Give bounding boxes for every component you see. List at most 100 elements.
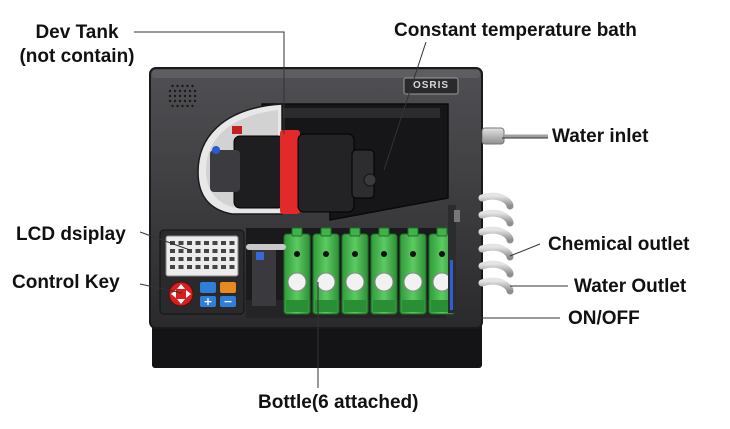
grille-hole (176, 84, 179, 88)
bottle-neck (349, 227, 361, 237)
grille-hole (171, 84, 174, 88)
lcd-icon (178, 265, 184, 269)
lcd-icon (221, 265, 226, 269)
hose (478, 209, 514, 227)
control-key-orange (220, 282, 236, 293)
label-bottles: Bottle(6 attached) (258, 392, 419, 413)
bottle-neck (407, 227, 419, 237)
lcd-icon (212, 257, 218, 261)
grille-hole (188, 89, 192, 93)
grille-hole (171, 104, 174, 108)
grille-hole (186, 104, 189, 108)
lcd-icon (204, 265, 209, 269)
valve-pipe (246, 244, 286, 250)
control-key-blue-2 (200, 296, 216, 307)
label-dev-tank-note: (not contain) (19, 46, 135, 67)
bottle-neck (378, 227, 390, 237)
lcd-icon (212, 241, 218, 245)
control-key-down-arrow-icon (177, 299, 185, 304)
hose (478, 192, 514, 210)
grille-hole (183, 94, 187, 98)
control-key-dpad (168, 281, 194, 307)
lcd-icon (221, 241, 226, 245)
label-on-off: ON/OFF (568, 308, 640, 329)
grille-hole (193, 99, 197, 103)
control-key-minus-icon: − (223, 295, 232, 308)
grille-hole (173, 99, 177, 103)
lcd-icon (187, 241, 192, 245)
bottle-base (344, 300, 366, 312)
bottle-label (316, 272, 336, 292)
leader-dev-tank (134, 31, 285, 134)
lcd-icon (204, 241, 209, 245)
lcd-icon (204, 257, 209, 261)
grille-hole (168, 99, 172, 103)
on-off-switch (454, 210, 460, 222)
bottle-cap-hole (323, 251, 329, 257)
lcd-icon (229, 241, 235, 245)
power-blue-stripe (450, 260, 453, 310)
leader-bath (383, 41, 427, 171)
lcd-icon (195, 257, 201, 261)
lcd-icon (170, 241, 175, 245)
label-bath: Constant temperature bath (394, 20, 637, 41)
grille-hole (193, 94, 197, 98)
bottle (370, 227, 398, 315)
label-water-inlet: Water inlet (552, 126, 649, 147)
leader-control-key (139, 283, 183, 294)
control-key-blue-1 (200, 282, 216, 293)
lcd-icon (187, 257, 192, 261)
label-chemical-outlet: Chemical outlet (548, 234, 690, 255)
lcd-icon (229, 249, 235, 253)
bottle-base (431, 300, 453, 312)
bottle-rack (283, 227, 456, 315)
bottle (312, 227, 340, 315)
lcd-icon (195, 265, 201, 269)
grille-hole (191, 104, 194, 108)
grille-hole (193, 89, 197, 93)
bottle-label (345, 272, 365, 292)
hose (478, 260, 514, 278)
lcd-icon (178, 257, 184, 261)
bottle-label (403, 272, 423, 292)
bottle-label (287, 272, 307, 292)
dev-tank-red-ring (280, 130, 300, 214)
leader-chemical-outlet (509, 243, 541, 257)
bottle (399, 227, 427, 315)
lcd-icon (204, 249, 209, 253)
lcd-icon (170, 257, 175, 261)
grille-hole (183, 89, 187, 93)
bottle (283, 227, 311, 315)
lcd-icon (187, 265, 192, 269)
control-key-up-arrow-icon (177, 284, 185, 289)
water-inlet-fitting (481, 127, 505, 145)
grille-hole (176, 104, 179, 108)
machine-top-edge (152, 70, 480, 78)
lcd-icon (170, 249, 175, 253)
lcd-icon (221, 249, 226, 253)
label-water-outlet: Water Outlet (574, 276, 687, 297)
dev-tank-screw (363, 173, 377, 187)
bottle-base (315, 300, 337, 312)
lcd-icon (178, 249, 184, 253)
lcd-icon (170, 265, 175, 269)
control-key-left-arrow-icon (171, 290, 176, 298)
dev-tank-drum (233, 135, 285, 209)
bottle (341, 227, 369, 315)
bottle-neck (291, 227, 303, 237)
lcd-icon (212, 265, 218, 269)
lcd-icon (187, 249, 192, 253)
lcd-icon (178, 241, 184, 245)
label-lcd: LCD dsiplay (16, 224, 126, 245)
label-dev-tank: Dev Tank (35, 22, 119, 43)
lcd-screen (165, 235, 239, 277)
machine-base (152, 318, 482, 368)
hose (478, 243, 514, 261)
hose (478, 277, 514, 295)
grille-hole (191, 84, 194, 88)
grille-hole (173, 94, 177, 98)
grille-hole (181, 84, 184, 88)
speaker-grille (168, 84, 197, 108)
lcd-icon (212, 249, 218, 253)
